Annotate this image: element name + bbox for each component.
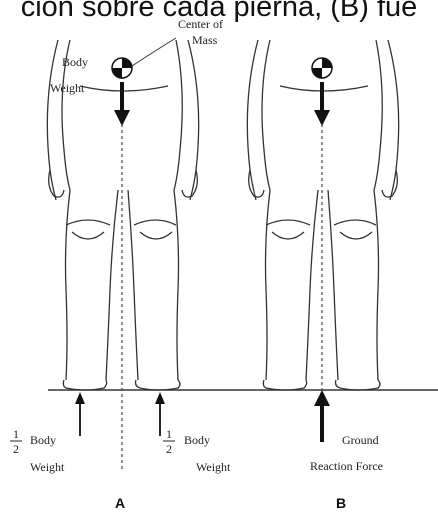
half-weight-arrow-left	[75, 392, 85, 436]
half-fraction-num-left: 1	[13, 427, 19, 441]
center-of-mass-label-line2: Mass	[192, 33, 218, 47]
panel-label-b: B	[336, 495, 346, 511]
center-of-mass-icon-b	[312, 58, 332, 78]
center-of-mass-label-line1: Center of	[178, 17, 223, 31]
half-body-label-right-line1: Body	[184, 433, 210, 447]
half-body-label-left-line2: Weight	[30, 460, 65, 474]
center-of-mass-icon-a	[112, 58, 132, 78]
body-weight-arrow-a	[114, 82, 130, 126]
half-weight-arrow-right	[155, 392, 165, 436]
body-weight-label-line2: Weight	[50, 81, 85, 95]
body-weight-label-line1: Body	[62, 55, 88, 69]
ground-reaction-arrow	[314, 390, 330, 442]
half-body-label-left-line1: Body	[30, 433, 56, 447]
half-fraction-num-right: 1	[166, 427, 172, 441]
panel-label-a: A	[115, 495, 125, 511]
ground-reaction-label-line2: Reaction Force	[310, 459, 383, 473]
half-fraction-den-right: 2	[166, 442, 172, 456]
half-fraction-den-left: 2	[13, 442, 19, 456]
half-body-label-right-line2: Weight	[196, 460, 231, 474]
body-weight-arrow-b	[314, 82, 330, 126]
center-of-mass-pointer	[132, 38, 176, 66]
ground-reaction-label-line1: Ground	[342, 433, 379, 447]
